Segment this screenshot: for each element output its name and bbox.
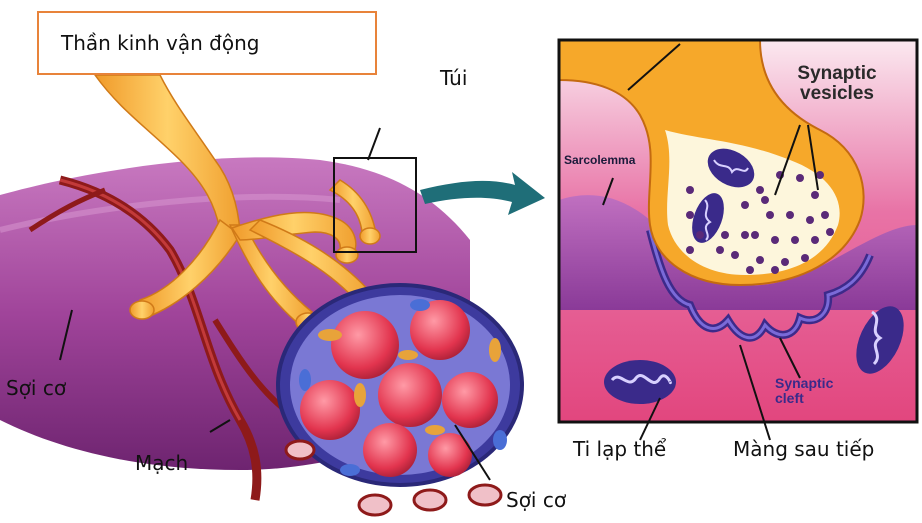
vesicle-dot xyxy=(816,171,824,179)
vesicle-dot xyxy=(686,186,694,194)
vesicle-dot xyxy=(811,236,819,244)
muscle-cross-section xyxy=(278,285,522,515)
vesicle-dot xyxy=(756,186,764,194)
vesicle-label: Túi xyxy=(440,66,467,90)
vesicle-dot xyxy=(806,216,814,224)
vesicle-dot xyxy=(686,246,694,254)
mitochondria-label: Ti lạp thể xyxy=(573,437,666,461)
vesicle-dot xyxy=(756,256,764,264)
vesicle-dot xyxy=(716,246,724,254)
vesicle-dot xyxy=(826,228,834,236)
vesicle-dot xyxy=(761,196,769,204)
muscle-fiber-label-left: Sợi cơ xyxy=(6,376,66,400)
vesicle-dot xyxy=(771,236,779,244)
muscle-fiber-label-bottom: Sợi cơ xyxy=(506,488,566,512)
motor-nerve-label-box: Thần kinh vận động xyxy=(37,11,377,75)
vesicle-dot xyxy=(741,201,749,209)
synaptic-vesicles-line2: vesicles xyxy=(782,84,892,104)
vesicle-dot xyxy=(686,211,694,219)
synaptic-cleft-label: Synaptic cleft xyxy=(775,376,833,406)
vesicle-dot xyxy=(781,258,789,266)
vesicle-dot xyxy=(731,251,739,259)
vessel-label: Mạch xyxy=(135,451,188,475)
synaptic-cleft-line1: Synaptic xyxy=(775,376,833,391)
vesicle-dot xyxy=(721,231,729,239)
synaptic-cleft-line2: cleft xyxy=(775,391,833,406)
vesicle-dot xyxy=(771,266,779,274)
synaptic-vesicles-label: Synaptic vesicles xyxy=(782,64,892,104)
vesicle-dot xyxy=(746,266,754,274)
motor-nerve-label: Thần kinh vận động xyxy=(61,31,259,55)
postsynaptic-membrane-label: Màng sau tiếp xyxy=(733,437,874,461)
vesicle-dot xyxy=(751,231,759,239)
vesicle-dot xyxy=(801,254,809,262)
vesicle-dot xyxy=(796,174,804,182)
synaptic-vesicles-line1: Synaptic xyxy=(782,64,892,84)
vesicle-dot xyxy=(791,236,799,244)
vesicle-dot xyxy=(696,231,704,239)
vesicle-dot xyxy=(741,231,749,239)
vesicle-dot xyxy=(821,211,829,219)
sarcolemma-label: Sarcolemma xyxy=(564,153,635,167)
vesicle-dot xyxy=(811,191,819,199)
vesicle-dot xyxy=(786,211,794,219)
vesicle-dot xyxy=(766,211,774,219)
